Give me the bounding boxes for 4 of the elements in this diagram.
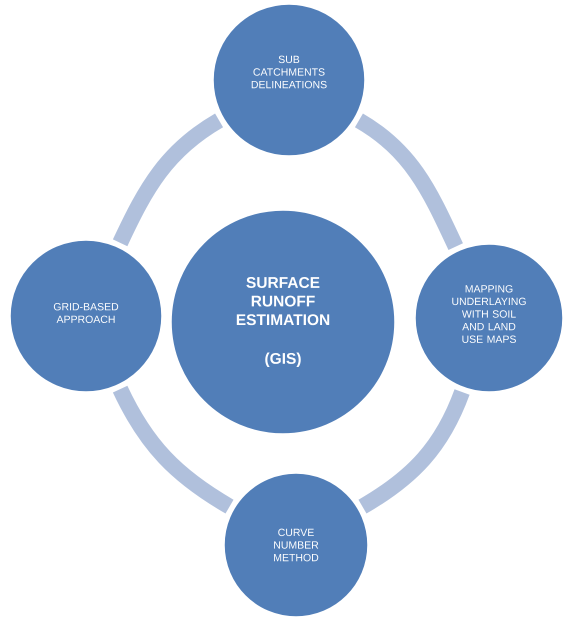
ring-arc <box>358 389 470 514</box>
ring-arc <box>112 114 224 246</box>
ring-arc <box>354 114 463 250</box>
ring-arc <box>112 386 234 514</box>
